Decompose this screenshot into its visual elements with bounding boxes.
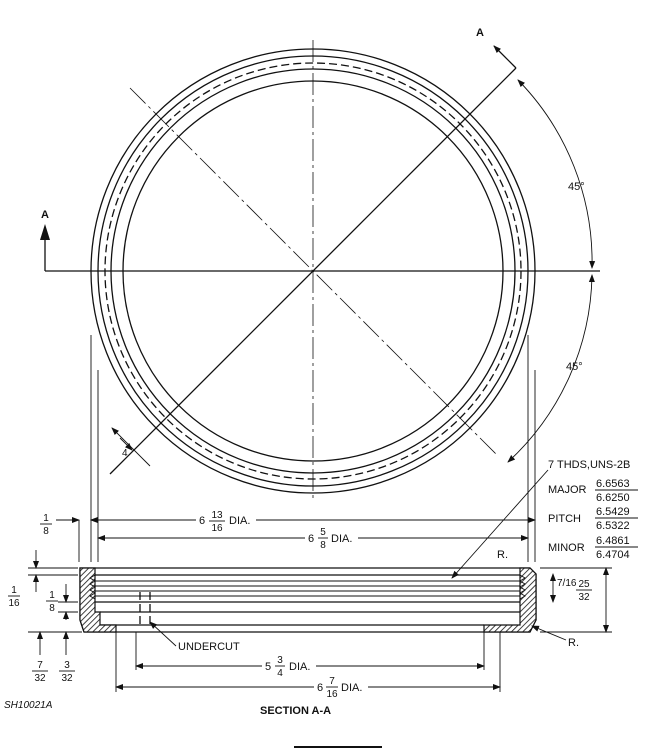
svg-text:DIA.: DIA.: [229, 515, 250, 527]
angle-upper-label: 45°: [568, 181, 585, 193]
section-view: UNDERCUT 7/16 25 32 R. 1 16 1 8 7 32: [4, 550, 612, 717]
major-bottom: 6.6250: [596, 492, 630, 504]
minor-label: MINOR: [548, 542, 585, 554]
minor-top: 6.4861: [596, 535, 630, 547]
svg-text:6: 6: [199, 515, 205, 527]
svg-text:16: 16: [8, 598, 20, 609]
left-wall-hatch: [79, 567, 117, 633]
svg-text:32: 32: [34, 673, 46, 684]
diagonal-centerline-2: [109, 67, 517, 475]
section-marker-left: A: [41, 209, 49, 221]
major-label: MAJOR: [548, 484, 587, 496]
radius-top-label: R.: [497, 549, 508, 561]
svg-text:3: 3: [64, 660, 70, 671]
angle-arc-upper: [517, 79, 596, 269]
svg-text:1: 1: [49, 590, 55, 601]
angle-lower-label: 45°: [566, 361, 583, 373]
svg-text:6: 6: [317, 682, 323, 694]
svg-text:6: 6: [308, 533, 314, 545]
plan-view: A A 45° 45° 4: [40, 27, 600, 500]
svg-text:25: 25: [578, 579, 590, 590]
svg-text:8: 8: [320, 540, 326, 551]
pitch-label: PITCH: [548, 513, 581, 525]
svg-text:32: 32: [61, 673, 73, 684]
svg-text:1: 1: [11, 585, 17, 596]
svg-text:7: 7: [329, 676, 335, 687]
top-dimensions: 1 8 6 13 16 DIA. 6 5 8 DIA. R.: [40, 510, 536, 561]
undercut-label: UNDERCUT: [178, 641, 240, 653]
svg-text:DIA.: DIA.: [341, 682, 362, 694]
svg-text:5: 5: [320, 527, 326, 538]
svg-text:7/16: 7/16: [557, 578, 577, 589]
right-wall-hatch: [483, 567, 537, 633]
svg-text:16: 16: [326, 689, 338, 700]
thread-specs: 7 THDS,UNS-2B MAJOR 6.6563 6.6250 PITCH …: [451, 459, 638, 579]
small-dim-label: 4: [122, 448, 128, 459]
thread-note: 7 THDS,UNS-2B: [548, 459, 630, 471]
svg-text:4: 4: [277, 668, 283, 679]
svg-text:3: 3: [277, 655, 283, 666]
svg-text:8: 8: [49, 603, 55, 614]
angle-arc-lower: [507, 274, 595, 463]
pitch-bottom: 6.5322: [596, 520, 630, 532]
svg-text:16: 16: [211, 523, 223, 534]
section-marker-top: A: [476, 27, 484, 39]
extension-lines: [78, 335, 536, 562]
svg-text:DIA.: DIA.: [331, 533, 352, 545]
svg-text:32: 32: [578, 592, 590, 603]
major-top: 6.6563: [596, 478, 630, 490]
svg-text:DIA.: DIA.: [289, 661, 310, 673]
radius-bottom-label: R.: [568, 637, 579, 649]
section-title: SECTION A-A: [260, 705, 331, 717]
minor-bottom: 6.4704: [596, 549, 630, 561]
svg-text:13: 13: [211, 510, 223, 521]
svg-text:1: 1: [43, 513, 49, 524]
svg-text:7: 7: [37, 660, 43, 671]
svg-text:8: 8: [43, 526, 49, 537]
svg-text:5: 5: [265, 661, 271, 673]
pitch-top: 6.5429: [596, 506, 630, 518]
drawing-id: SH10021A: [4, 700, 53, 711]
